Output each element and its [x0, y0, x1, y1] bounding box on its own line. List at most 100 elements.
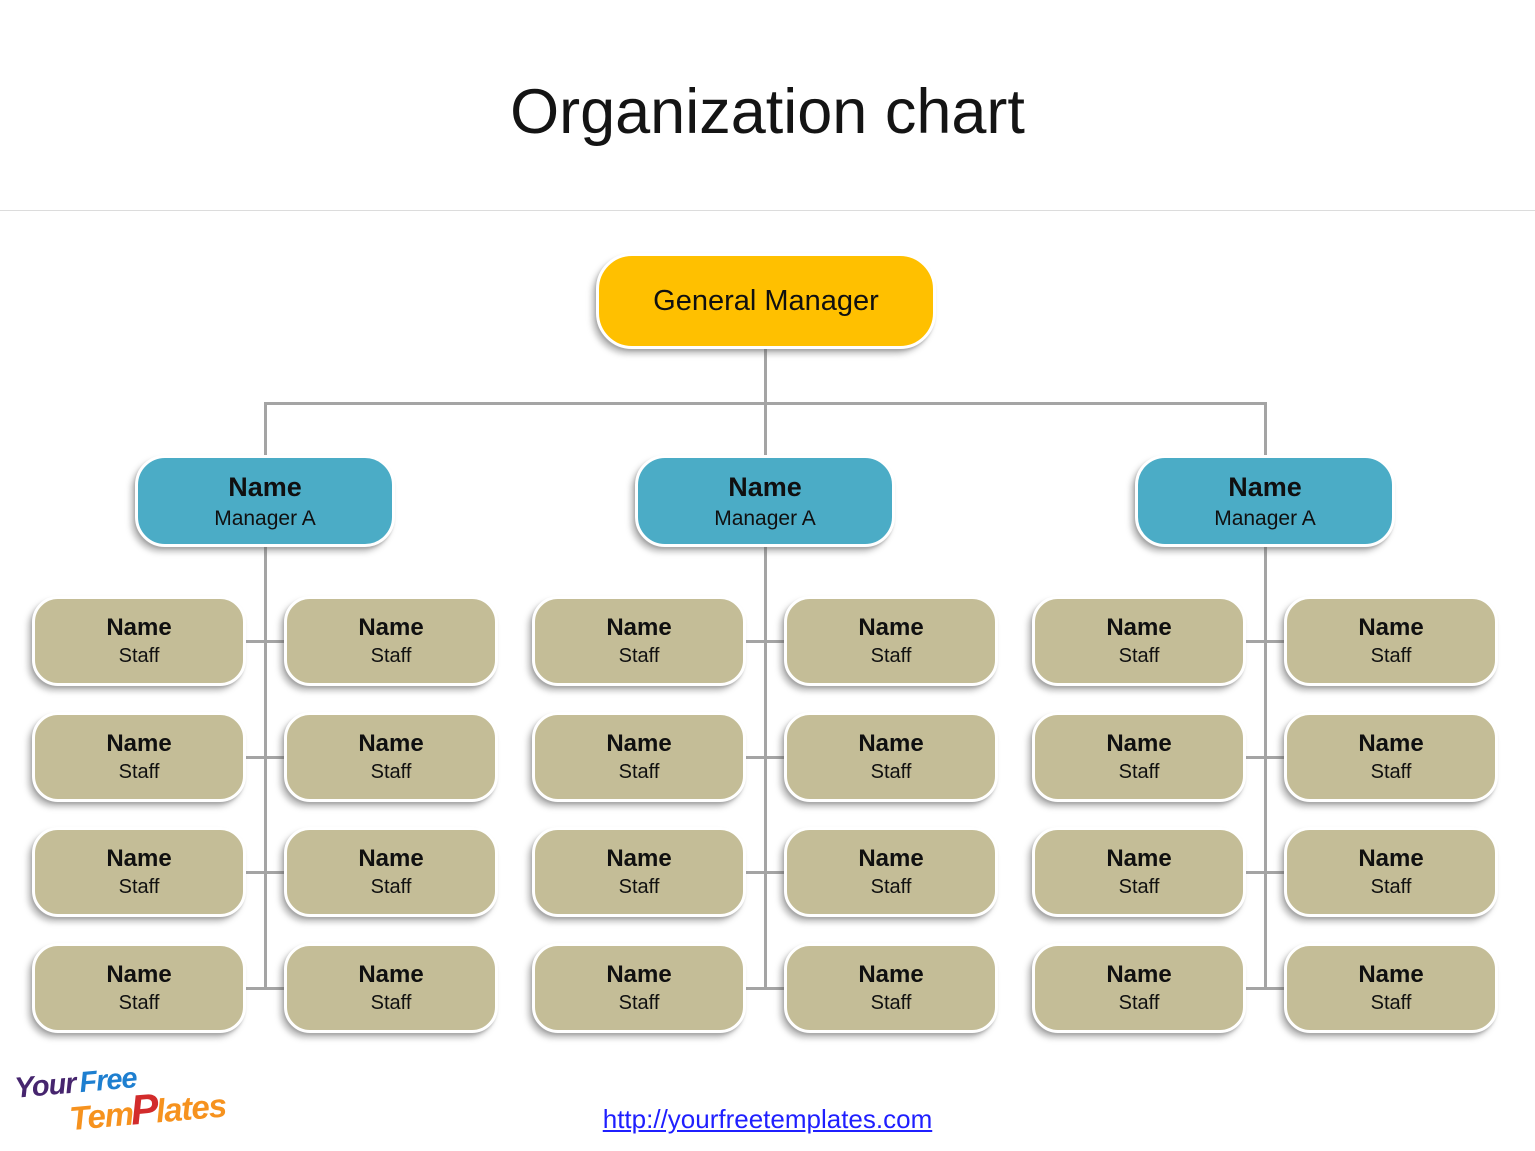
staff-name: Name: [858, 844, 924, 872]
staff-name: Name: [858, 613, 924, 641]
connector-stub: [1243, 871, 1287, 874]
staff-role: Staff: [370, 876, 412, 899]
connector-drop-2: [764, 404, 767, 455]
connector-stub: [243, 640, 287, 643]
staff-name: Name: [858, 960, 924, 988]
staff-name: Name: [606, 613, 672, 641]
connector-stub: [743, 756, 787, 759]
staff-role: Staff: [1370, 992, 1412, 1015]
staff-name: Name: [1358, 613, 1424, 641]
node-staff-2-8: Name Staff: [784, 943, 998, 1033]
staff-name: Name: [1358, 729, 1424, 757]
node-staff-3-8: Name Staff: [1284, 943, 1498, 1033]
connector-stub: [1243, 640, 1287, 643]
connector-trunk-1: [264, 546, 267, 989]
staff-name: Name: [358, 960, 424, 988]
staff-role: Staff: [1118, 761, 1160, 784]
staff-name: Name: [358, 613, 424, 641]
connector-stub: [743, 871, 787, 874]
manager-role: Manager A: [1214, 506, 1316, 530]
node-general-manager: General Manager: [596, 253, 936, 349]
node-staff-1-8: Name Staff: [284, 943, 498, 1033]
node-staff-1-1: Name Staff: [32, 596, 246, 686]
node-staff-1-3: Name Staff: [32, 712, 246, 802]
node-staff-1-7: Name Staff: [32, 943, 246, 1033]
node-staff-2-2: Name Staff: [784, 596, 998, 686]
node-staff-2-1: Name Staff: [532, 596, 746, 686]
node-staff-3-5: Name Staff: [1032, 827, 1246, 917]
manager-name: Name: [728, 472, 802, 503]
staff-name: Name: [858, 729, 924, 757]
node-staff-3-6: Name Staff: [1284, 827, 1498, 917]
staff-role: Staff: [370, 992, 412, 1015]
staff-role: Staff: [870, 876, 912, 899]
staff-role: Staff: [1370, 876, 1412, 899]
connector-drop-3: [1264, 404, 1267, 455]
staff-name: Name: [358, 729, 424, 757]
connector-gm-trunk: [764, 349, 767, 403]
manager-name: Name: [1228, 472, 1302, 503]
staff-role: Staff: [618, 645, 660, 668]
node-manager-2: Name Manager A: [635, 455, 895, 547]
general-manager-label: General Manager: [653, 284, 879, 317]
connector-stub: [1243, 756, 1287, 759]
node-staff-3-7: Name Staff: [1032, 943, 1246, 1033]
node-staff-1-5: Name Staff: [32, 827, 246, 917]
staff-name: Name: [606, 729, 672, 757]
staff-role: Staff: [618, 761, 660, 784]
node-staff-1-6: Name Staff: [284, 827, 498, 917]
connector-stub: [243, 987, 287, 990]
staff-name: Name: [106, 729, 172, 757]
staff-name: Name: [106, 960, 172, 988]
connector-stub: [243, 756, 287, 759]
staff-role: Staff: [118, 992, 160, 1015]
staff-name: Name: [606, 844, 672, 872]
staff-role: Staff: [370, 761, 412, 784]
node-staff-3-2: Name Staff: [1284, 596, 1498, 686]
connector-trunk-3: [1264, 546, 1267, 989]
staff-role: Staff: [870, 992, 912, 1015]
node-staff-2-6: Name Staff: [784, 827, 998, 917]
staff-role: Staff: [1118, 645, 1160, 668]
node-staff-2-3: Name Staff: [532, 712, 746, 802]
staff-name: Name: [1358, 844, 1424, 872]
staff-role: Staff: [870, 761, 912, 784]
staff-name: Name: [1106, 729, 1172, 757]
node-staff-3-3: Name Staff: [1032, 712, 1246, 802]
footer-link[interactable]: http://yourfreetemplates.com: [602, 1104, 933, 1134]
staff-role: Staff: [1370, 761, 1412, 784]
staff-name: Name: [606, 960, 672, 988]
node-manager-3: Name Manager A: [1135, 455, 1395, 547]
staff-role: Staff: [1118, 992, 1160, 1015]
title-divider: [0, 210, 1535, 211]
connector-trunk-2: [764, 546, 767, 989]
staff-name: Name: [1106, 960, 1172, 988]
staff-name: Name: [1358, 960, 1424, 988]
staff-role: Staff: [370, 645, 412, 668]
staff-role: Staff: [118, 645, 160, 668]
staff-name: Name: [106, 613, 172, 641]
staff-role: Staff: [618, 992, 660, 1015]
staff-name: Name: [358, 844, 424, 872]
staff-name: Name: [1106, 613, 1172, 641]
staff-role: Staff: [118, 761, 160, 784]
manager-name: Name: [228, 472, 302, 503]
staff-role: Staff: [1118, 876, 1160, 899]
connector-stub: [743, 640, 787, 643]
staff-role: Staff: [618, 876, 660, 899]
logo-word-tem: Tem: [67, 1094, 135, 1138]
node-manager-1: Name Manager A: [135, 455, 395, 547]
staff-name: Name: [106, 844, 172, 872]
node-staff-2-5: Name Staff: [532, 827, 746, 917]
connector-stub: [743, 987, 787, 990]
node-staff-1-4: Name Staff: [284, 712, 498, 802]
node-staff-3-4: Name Staff: [1284, 712, 1498, 802]
manager-role: Manager A: [714, 506, 816, 530]
page-title: Organization chart: [510, 77, 1025, 147]
node-staff-3-1: Name Staff: [1032, 596, 1246, 686]
connector-branch: [264, 402, 1267, 405]
node-staff-1-2: Name Staff: [284, 596, 498, 686]
node-staff-2-7: Name Staff: [532, 943, 746, 1033]
staff-name: Name: [1106, 844, 1172, 872]
